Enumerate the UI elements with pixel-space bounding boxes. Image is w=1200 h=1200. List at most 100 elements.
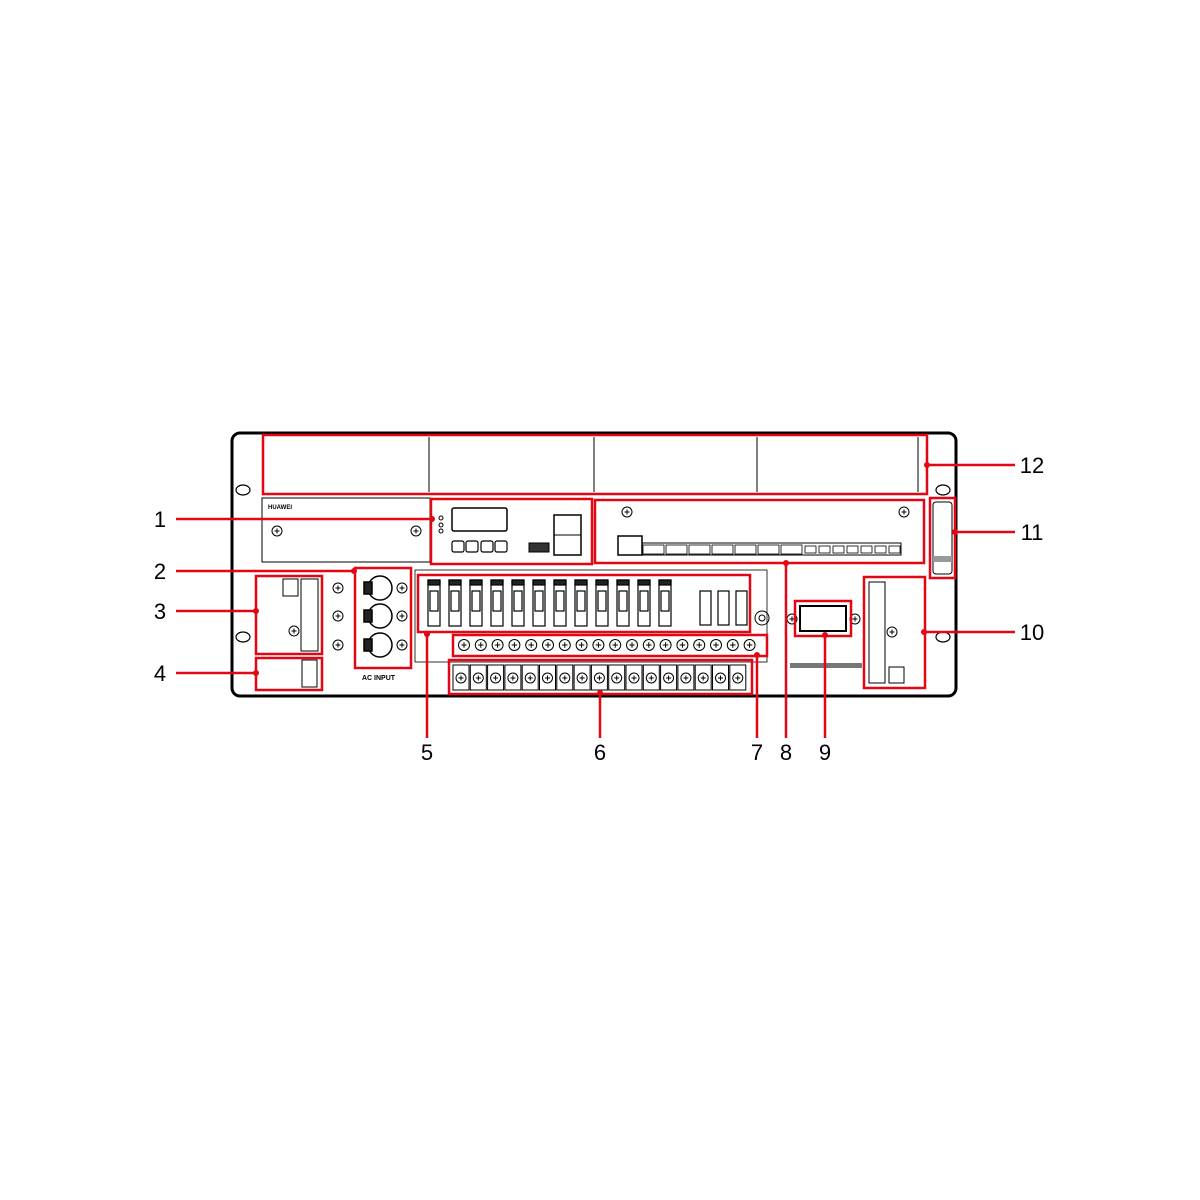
screw-icon (886, 626, 898, 638)
battery-breaker[interactable] (735, 590, 748, 626)
load-breaker[interactable] (469, 579, 483, 627)
callout-number-8: 8 (780, 740, 792, 765)
output-terminal (539, 664, 556, 691)
callout-number-12: 12 (1020, 453, 1044, 478)
network-port (617, 535, 643, 556)
output-terminal (487, 664, 505, 691)
callout-leader-7 (754, 652, 760, 738)
screw-icon (642, 639, 655, 651)
output-terminal (556, 664, 574, 691)
output-terminal (712, 664, 729, 691)
signal-terminal (642, 544, 665, 555)
highlight-1-monitoring-unit (429, 497, 594, 566)
screw-icon (472, 672, 484, 684)
output-terminal (469, 664, 487, 691)
screw-icon (491, 639, 504, 651)
output-terminal (642, 664, 660, 691)
callout-leader-10 (921, 629, 1015, 635)
screw-icon (542, 639, 554, 651)
callout-number-2: 2 (154, 559, 166, 584)
callout-number-4: 4 (154, 661, 166, 686)
screw-icon (575, 639, 588, 651)
signal-terminal (832, 545, 845, 554)
screw-icon (663, 672, 675, 684)
screw-icon (559, 672, 571, 684)
callout-leader-3 (176, 608, 259, 614)
signal-terminal (757, 544, 780, 555)
screw-icon (271, 525, 283, 537)
screw-icon (542, 672, 553, 684)
brand-label: HUAWEI (268, 505, 292, 511)
load-breaker[interactable] (658, 579, 672, 627)
lcd-display (451, 507, 508, 532)
screw-icon (332, 639, 344, 651)
callout-number-11: 11 (1021, 520, 1044, 545)
signal-terminal (860, 545, 873, 554)
callout-leader-5 (424, 631, 430, 738)
battery-breaker[interactable] (717, 590, 730, 626)
callout-number-10: 10 (1020, 620, 1044, 645)
screw-icon (474, 639, 487, 651)
screw-icon (626, 639, 638, 651)
output-terminal (590, 664, 608, 691)
screw-icon (524, 672, 536, 684)
load-breaker[interactable] (532, 579, 546, 627)
screw-icon (697, 672, 709, 684)
load-breaker[interactable] (616, 579, 630, 627)
screw-icon (558, 639, 571, 651)
screw-icon (628, 672, 640, 684)
output-terminal (677, 664, 695, 691)
output-terminal (452, 664, 470, 691)
battery-breaker[interactable] (699, 590, 712, 626)
output-terminal (625, 664, 643, 691)
highlight-8-interface-board (593, 498, 926, 565)
screw-icon (680, 672, 692, 684)
load-breaker[interactable] (511, 579, 525, 627)
screw-icon (676, 639, 689, 651)
screw-icon (525, 639, 538, 651)
load-breaker[interactable] (490, 579, 504, 627)
screw-icon (710, 639, 722, 651)
callout-number-9: 9 (819, 740, 831, 765)
screw-icon (611, 672, 623, 684)
load-breaker[interactable] (448, 579, 462, 627)
load-breaker[interactable] (595, 579, 609, 627)
ac-input-breakers (363, 575, 393, 658)
highlight-5-load-breakers (416, 573, 752, 634)
screw-icon (455, 672, 467, 684)
signal-terminal (804, 545, 817, 554)
battery-switch[interactable] (799, 605, 847, 632)
screw-icon (396, 582, 408, 594)
usb-port (528, 542, 550, 553)
screw-icon (458, 639, 470, 651)
distribution-area (414, 569, 768, 663)
screw-icon (726, 639, 739, 651)
signal-terminal (874, 545, 887, 554)
screw-icon (621, 506, 633, 518)
callout-number-3: 3 (154, 599, 166, 624)
screw-icon (659, 639, 672, 651)
callout-leader-1 (176, 516, 435, 522)
screw-icon (576, 672, 588, 684)
load-breaker[interactable] (574, 579, 588, 627)
highlight-2-ac-input (353, 566, 413, 670)
keypad-buttons[interactable] (451, 540, 508, 553)
screw-icon (507, 672, 519, 684)
load-breaker[interactable] (553, 579, 567, 627)
signal-terminal (818, 545, 831, 554)
load-breaker[interactable] (427, 579, 441, 627)
load-breaker[interactable] (637, 579, 651, 627)
signal-terminal (734, 544, 757, 555)
ac-input-label: AC INPUT (362, 675, 396, 682)
callout-leader-4 (176, 670, 259, 676)
callout-number-1: 1 (154, 507, 166, 532)
output-terminal (608, 664, 626, 691)
signal-terminal (665, 544, 688, 555)
callout-leader-9 (822, 632, 828, 738)
screw-icon (732, 672, 744, 684)
screw-icon (715, 672, 726, 684)
screw-icon (508, 639, 521, 651)
signal-terminal (711, 544, 734, 555)
callout-number-6: 6 (594, 740, 606, 765)
